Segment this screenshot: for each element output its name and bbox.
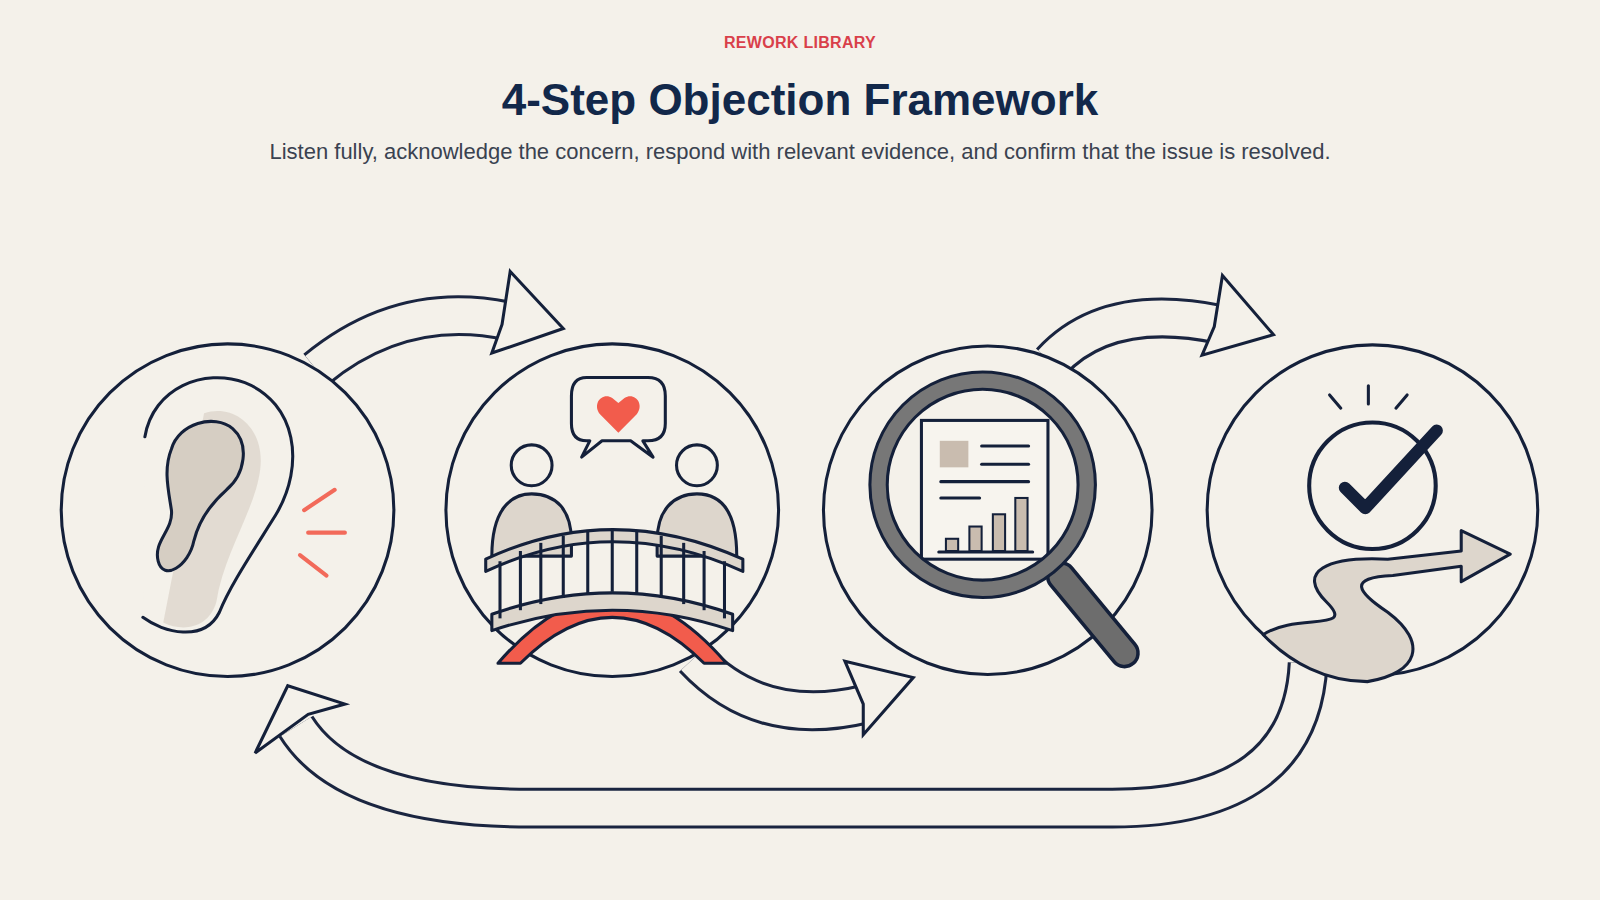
confirm-icon	[1263, 386, 1510, 682]
handle	[1061, 577, 1124, 654]
ear-inner	[157, 421, 243, 570]
evidence-icon	[879, 381, 1125, 653]
ear-icon	[143, 378, 345, 632]
sound-line	[304, 490, 335, 510]
arrow-outline	[1051, 318, 1220, 362]
arrow-fill	[316, 316, 510, 370]
lens-rim	[879, 381, 1087, 589]
arrow-fill	[694, 658, 865, 711]
document	[921, 420, 1048, 559]
bridge-posts	[500, 529, 724, 619]
kicker-label: REWORK LIBRARY	[0, 34, 1600, 52]
handle-outline	[1061, 577, 1124, 654]
arrow-outline	[296, 663, 1308, 808]
person-head	[511, 445, 552, 486]
winding-road	[1263, 531, 1510, 682]
heart	[597, 396, 640, 432]
diagram-title: 4-Step Objection Framework	[0, 74, 1600, 126]
ear-outline	[143, 378, 293, 632]
arrow-heads	[255, 271, 1273, 753]
sound-line	[308, 531, 345, 535]
arrow-head	[1202, 276, 1273, 356]
person-head	[677, 445, 718, 486]
check-rays	[1330, 386, 1408, 408]
arrow-fill	[296, 663, 1308, 808]
lens-rim-outline	[879, 381, 1087, 589]
arrow-head	[492, 271, 563, 353]
chart-axis	[939, 551, 1033, 554]
arrow-fill	[1051, 318, 1220, 362]
arrow-head	[845, 661, 913, 734]
checkmark	[1345, 431, 1437, 509]
step-circle	[823, 346, 1152, 675]
sound-line	[300, 555, 327, 575]
check-circle	[1309, 422, 1436, 549]
bridge-icon	[486, 378, 743, 664]
arrow-outline	[316, 316, 510, 370]
document-lines	[941, 446, 1029, 498]
diagram-caption: Listen fully, acknowledge the concern, r…	[240, 136, 1360, 167]
step-circle	[446, 344, 779, 677]
document-bars	[946, 498, 1028, 551]
bridge-deck	[492, 593, 733, 631]
speech-bubble	[571, 378, 665, 458]
arrow-head	[255, 686, 345, 753]
step-circle	[61, 344, 394, 677]
lens-outline	[879, 381, 1087, 589]
arrow-bodies	[296, 316, 1308, 809]
arrow-outline	[694, 658, 865, 711]
header: REWORK LIBRARY 4-Step Objection Framewor…	[0, 0, 1600, 167]
document-image	[940, 441, 969, 468]
